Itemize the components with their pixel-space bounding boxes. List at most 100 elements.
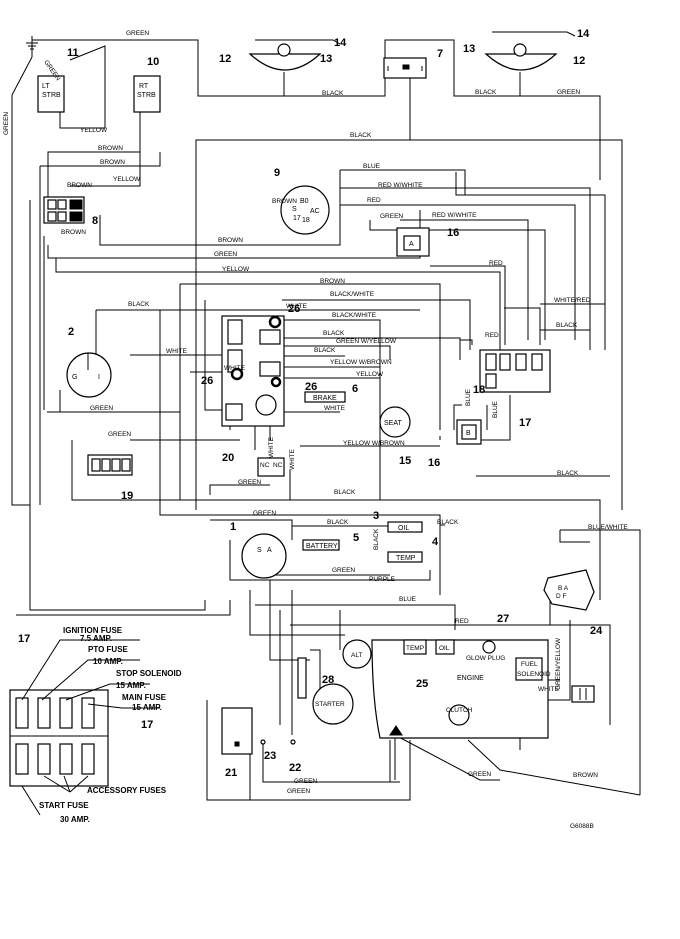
brake-switch-6: BRAKE bbox=[304, 391, 346, 403]
wire-label: RED bbox=[455, 618, 469, 625]
starter: STARTER bbox=[312, 683, 354, 725]
svg-text:17: 17 bbox=[293, 215, 301, 222]
connector-19 bbox=[87, 454, 133, 476]
wire-label: BLUE bbox=[399, 596, 417, 603]
battery-label: BATTERY bbox=[306, 543, 338, 550]
fuse-label: 30 AMP. bbox=[60, 815, 90, 824]
svg-text:S: S bbox=[292, 206, 297, 213]
fuse-label: START FUSE bbox=[39, 801, 89, 810]
drawing-code: G6088B bbox=[570, 823, 594, 830]
wire-label: YELLOW bbox=[113, 176, 141, 183]
callout-number: 8 bbox=[92, 215, 98, 227]
alternator: ALT bbox=[342, 639, 372, 669]
wire-label: BROWN bbox=[320, 278, 345, 285]
callout-number: 17 bbox=[18, 633, 30, 645]
relay-16-top: A bbox=[396, 227, 430, 257]
callout-number: 2 bbox=[68, 326, 74, 338]
wire-label: WHITE bbox=[324, 405, 346, 412]
brake-label: BRAKE bbox=[313, 395, 337, 402]
wire-label: BLACK bbox=[557, 470, 579, 477]
switch-20: NC NC bbox=[257, 457, 285, 477]
callout-number: 14 bbox=[334, 37, 347, 49]
wire-label: GREEN W/YELLOW bbox=[336, 338, 397, 345]
callout-number: 19 bbox=[121, 490, 133, 502]
wire-label: GREEN bbox=[238, 479, 261, 486]
wire-label: GREEN/YELLOW bbox=[555, 637, 562, 690]
wire-label: BLACK bbox=[334, 489, 356, 496]
fuse-label: MAIN FUSE bbox=[122, 693, 167, 702]
wire-label: YELLOW bbox=[356, 371, 384, 378]
wire-label: YELLOW bbox=[80, 127, 108, 134]
fuel-solenoid-label-1: FUEL bbox=[521, 661, 538, 668]
ground-symbol-top bbox=[26, 36, 38, 50]
wire-label: BLACK bbox=[475, 89, 497, 96]
wire-label: BROWN bbox=[272, 198, 297, 205]
callout-number: 11 bbox=[67, 47, 79, 59]
oil-sensor-3: OIL bbox=[387, 521, 423, 533]
callout-number: 3 bbox=[373, 510, 379, 522]
wire-label: WHITE/RED bbox=[554, 297, 591, 304]
seat-label: SEAT bbox=[384, 420, 402, 427]
engine: ENGINE TEMP OIL GLOW PLUG FUEL SOLENOID … bbox=[371, 639, 551, 739]
engine-temp-label: TEMP bbox=[406, 645, 424, 652]
wire-label: RED W/WHITE bbox=[378, 182, 423, 189]
svg-text:18: 18 bbox=[302, 217, 310, 224]
callout-number: 22 bbox=[289, 762, 301, 774]
relay-bank-17 bbox=[479, 349, 551, 393]
wire-label: BLACK bbox=[437, 519, 459, 526]
regulator-24: B A D F bbox=[543, 569, 595, 611]
relay-b-label: B bbox=[466, 430, 471, 437]
wire-label: RED W/WHITE bbox=[432, 212, 477, 219]
callout-number: 9 bbox=[274, 167, 280, 179]
fuse-label: IGNITION FUSE bbox=[63, 626, 123, 635]
oil-label: OIL bbox=[398, 525, 409, 532]
glow-plug-label: GLOW PLUG bbox=[466, 655, 505, 662]
fuse-label: 15 AMP. bbox=[116, 681, 146, 690]
wire-label: BROWN bbox=[67, 182, 92, 189]
hour-meter-2: G I bbox=[66, 352, 112, 398]
rt-strobe-label-1: RT bbox=[139, 83, 149, 90]
callout-number: 28 bbox=[322, 674, 334, 686]
temp-sensor-4: TEMP bbox=[387, 551, 423, 563]
wire-label: GREEN bbox=[380, 213, 403, 220]
diode-28 bbox=[297, 657, 307, 699]
clutch-label: CLUTCH bbox=[446, 707, 473, 714]
callout-number: 26 bbox=[201, 375, 213, 387]
fuse-label: PTO FUSE bbox=[88, 645, 129, 654]
callout-number: 4 bbox=[432, 536, 439, 548]
callout-number: 15 bbox=[399, 455, 411, 467]
wire-label: GREEN bbox=[468, 771, 491, 778]
ac-label: AC bbox=[310, 208, 320, 215]
wire-label: BLACK bbox=[556, 322, 578, 329]
wire-label: GREEN bbox=[108, 431, 131, 438]
callout-number: 27 bbox=[497, 613, 509, 625]
wire-label: RED bbox=[485, 332, 499, 339]
svg-text:D F: D F bbox=[556, 593, 567, 600]
callout-number: 20 bbox=[222, 452, 234, 464]
callout-number: 18 bbox=[473, 384, 485, 396]
left-strobe-module: LT STRB bbox=[37, 75, 65, 113]
callout-number: 16 bbox=[428, 457, 440, 469]
fuse-label: 7.5 AMP. bbox=[80, 634, 112, 643]
starter-label: STARTER bbox=[315, 701, 345, 708]
wire-label: WHITE bbox=[538, 686, 560, 693]
callout-number: 13 bbox=[463, 43, 475, 55]
wire-label: BROWN bbox=[98, 145, 123, 152]
rt-strobe-label-2: STRB bbox=[137, 92, 156, 99]
callout-number: 12 bbox=[219, 53, 231, 65]
callout-number: 16 bbox=[447, 227, 459, 239]
fuse-label: STOP SOLENOID bbox=[116, 669, 182, 678]
wire-label: GREEN bbox=[214, 251, 237, 258]
fuse-label: 15 AMP. bbox=[132, 703, 162, 712]
key-switch-9: B0 S AC 17 18 bbox=[280, 185, 330, 235]
seat-switch-15: SEAT bbox=[379, 406, 411, 438]
wire-label: BLACK bbox=[373, 528, 380, 550]
wire-label: GREEN bbox=[3, 112, 10, 135]
engine-oil-label: OIL bbox=[439, 645, 450, 652]
components: LT STRB RT STRB bbox=[9, 31, 595, 816]
callout-number: 7 bbox=[437, 48, 443, 60]
wire-label: RED bbox=[489, 260, 503, 267]
callout-number: 25 bbox=[416, 678, 428, 690]
